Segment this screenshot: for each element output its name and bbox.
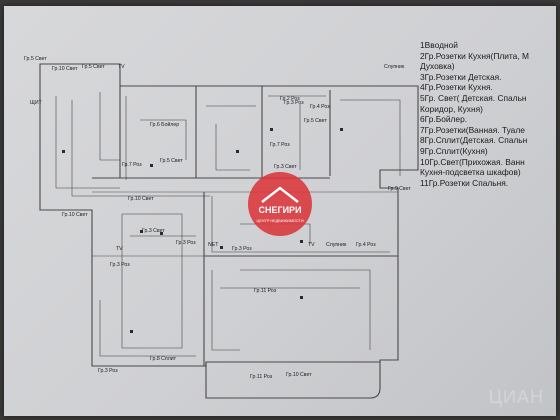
label-12: Гр.7 Роз (270, 142, 290, 148)
label-14: Гр.10 Свет (128, 196, 154, 202)
label-32: Гр.2 Роз (280, 96, 300, 102)
legend-item: 1Вводной (420, 40, 458, 50)
legend-item: 2Гр.Розетки Кухня(Плита, М (420, 50, 529, 61)
label-13: Гр.3 Свет (274, 164, 297, 170)
label-18: Гр.3 Роз (176, 240, 196, 246)
legend-item: 7Гр.Розетки(Ванная. Туале (420, 124, 525, 135)
legend-item: 4Гр.Розетки Кухня. (420, 82, 493, 93)
legend-item: 8Гр.Сплит(Детская. Спальн (420, 135, 528, 146)
label-20: Гр.3 Роз (110, 262, 130, 268)
label-27: Гр.8 Сплит (150, 356, 177, 362)
legend-item: Духовка) (420, 61, 455, 72)
label-22: Гр.3 Роз (232, 246, 252, 252)
label-16: Гр.10 Свет (62, 212, 88, 218)
label-15: Гр.9 Свет (388, 186, 411, 192)
label-1: Гр.5 Свет (24, 56, 47, 62)
label-28: Гр.3 Роз (98, 368, 118, 374)
legend-item: 6Гр.Бойлер. (420, 114, 468, 125)
snegiri-logo: СНЕГИРИ ЦЕНТР НЕДВИЖИМОСТИ (248, 172, 312, 236)
legend-item: Кухня-подсветка шкафов) (420, 167, 521, 178)
logo-name: СНЕГИРИ (258, 205, 301, 215)
label-3: Гр.5 Свет (82, 64, 105, 70)
legend-item: 3Гр.Розетки Детская. (420, 71, 502, 82)
watermark: ЦИАН (488, 387, 544, 407)
label-4: TV (118, 64, 125, 70)
legend-item: 5Гр. Свет( Детская. Спальн (420, 92, 527, 103)
label-29: Гр.11 Роз (250, 374, 273, 380)
label-9: Гр.5 Свет (160, 158, 183, 164)
legend: 1Вводной 2Гр.Розетки Кухня(Плита, М Духо… (420, 40, 556, 188)
outer-wall (39, 63, 419, 367)
label-2: Гр.10 Свет (52, 66, 78, 72)
label-17: Гр.3 Свет (142, 228, 165, 234)
legend-item: 11Гр.Розетки Спальня. (420, 177, 509, 188)
label-8: Гр.7 Роз (122, 162, 142, 168)
legend-item: 10Гр.Свет(Прихожая. Ванн (420, 156, 525, 167)
label-5: Слупник (384, 64, 405, 70)
label-6: ЩИТ (30, 100, 43, 106)
label-21: NET (208, 242, 219, 248)
label-31: Гр.4 Роз (310, 104, 330, 110)
label-30: Гр.10 Свет (286, 372, 312, 378)
balcony (205, 362, 381, 399)
label-19: TV (116, 246, 123, 252)
label-23: TV (308, 242, 315, 248)
label-7: Гр.6 Бойлер (150, 121, 179, 128)
label-10: Гр.3 Роз (284, 100, 304, 106)
label-25: Гр.4 Роз (356, 242, 376, 248)
label-26: Гр.11 Роз (254, 288, 277, 294)
label-11: Гр.5 Свет (304, 118, 327, 124)
legend-item: Коридор, Кухня) (420, 103, 483, 114)
logo-sub: ЦЕНТР НЕДВИЖИМОСТИ (256, 219, 303, 223)
legend-item: 9Гр.Сплит(Кухня) (420, 145, 488, 156)
label-24: Слупник (326, 242, 347, 248)
